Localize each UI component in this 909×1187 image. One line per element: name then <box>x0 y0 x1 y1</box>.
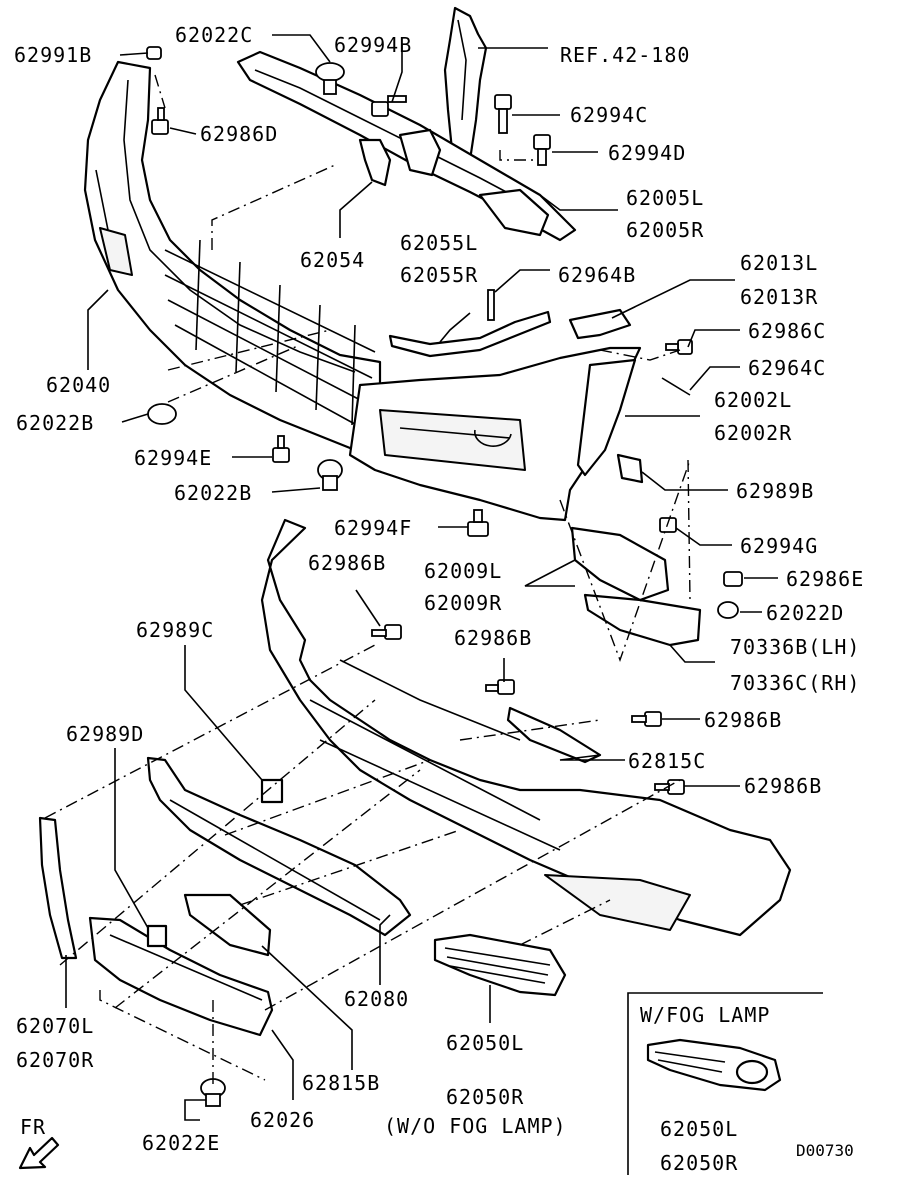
fastener-62022E <box>200 1078 226 1107</box>
label-62009L: 62009L <box>424 559 502 583</box>
label-62005L: 62005L <box>626 186 704 210</box>
label-62022E: 62022E <box>142 1131 220 1155</box>
label-62022D: 62022D <box>766 601 844 625</box>
label-70336B: 70336B(LH) <box>730 635 860 659</box>
fastener-62986B-a <box>371 624 402 640</box>
fastener-62986B-c <box>631 711 662 727</box>
label-62050L-a: 62050L <box>446 1031 524 1055</box>
label-fr: FR <box>20 1115 46 1139</box>
fastener-62986C <box>665 339 693 355</box>
label-70336C: 70336C(RH) <box>730 671 860 695</box>
label-62986C: 62986C <box>748 319 826 343</box>
bumper-cover-upper <box>348 346 642 522</box>
label-62050L-b: 62050L <box>660 1117 738 1141</box>
label-62022B-b: 62022B <box>174 481 252 505</box>
label-62050R-b: 62050R <box>660 1151 738 1175</box>
label-62986B-c: 62986B <box>704 708 782 732</box>
fastener-62994C <box>494 94 512 134</box>
label-62989D: 62989D <box>66 722 144 746</box>
fastener-62994G <box>659 517 677 533</box>
reinforcement-62080 <box>146 756 412 937</box>
label-62002L: 62002L <box>714 388 792 412</box>
bracket-62815B <box>183 893 272 957</box>
label-62054: 62054 <box>300 248 365 272</box>
clip-62989D <box>146 924 168 948</box>
label-62994G: 62994G <box>740 534 818 558</box>
upper-support-bar <box>236 50 577 242</box>
fastener-62986E <box>723 571 743 587</box>
clip-62989C <box>260 778 284 804</box>
grille-assembly <box>83 60 382 454</box>
fastener-62964C <box>661 377 691 396</box>
label-62994E: 62994E <box>134 446 212 470</box>
front-arrow-icon <box>18 1136 60 1170</box>
fastener-62022B-a <box>147 403 177 425</box>
label-wo-fog: (W/O FOG LAMP) <box>384 1114 567 1138</box>
label-62994B: 62994B <box>334 33 412 57</box>
fog-cover-62050 <box>433 933 567 997</box>
label-62994D: 62994D <box>608 141 686 165</box>
label-62986E: 62986E <box>786 567 864 591</box>
clip-62989B <box>616 453 644 484</box>
label-w-fog: W/FOG LAMP <box>640 1003 770 1027</box>
label-62055R: 62055R <box>400 263 478 287</box>
label-62050R-a: 62050R <box>446 1085 524 1109</box>
label-ref: REF.42-180 <box>560 43 690 67</box>
phantom-lines <box>44 74 691 1085</box>
label-62986B-a: 62986B <box>308 551 386 575</box>
label-62022C: 62022C <box>175 23 253 47</box>
label-62964C: 62964C <box>748 356 826 380</box>
fastener-62994F <box>467 509 489 537</box>
label-62964B: 62964B <box>558 263 636 287</box>
label-62989B: 62989B <box>736 479 814 503</box>
label-62994F: 62994F <box>334 516 412 540</box>
fog-lamp-inset <box>627 992 823 1175</box>
label-62986B-b: 62986B <box>454 626 532 650</box>
label-62009R: 62009R <box>424 591 502 615</box>
fastener-62022D <box>717 601 739 619</box>
bumper-cover-lower <box>260 518 792 937</box>
label-62986D: 62986D <box>200 122 278 146</box>
diagram-code: D00730 <box>796 1141 854 1160</box>
fastener-62994E <box>272 435 290 463</box>
fastener-62986D <box>151 107 169 135</box>
bracket-62815C <box>506 706 602 764</box>
label-62986B-d: 62986B <box>744 774 822 798</box>
label-62070R: 62070R <box>16 1048 94 1072</box>
label-62989C: 62989C <box>136 618 214 642</box>
molding-62055 <box>388 310 552 358</box>
label-62070L: 62070L <box>16 1014 94 1038</box>
label-62815B: 62815B <box>302 1071 380 1095</box>
body-panel-ref <box>443 6 488 167</box>
fastener-62022C <box>315 62 345 95</box>
fastener-62991B <box>146 46 162 60</box>
label-62055L: 62055L <box>400 231 478 255</box>
label-62013R: 62013R <box>740 285 818 309</box>
side-strip-62070 <box>38 816 78 960</box>
label-62815C: 62815C <box>628 749 706 773</box>
fastener-62994B <box>371 95 407 117</box>
label-62026: 62026 <box>250 1108 315 1132</box>
fastener-62986B-b <box>485 679 515 695</box>
fastener-62964B <box>487 289 495 321</box>
label-62005R: 62005R <box>626 218 704 242</box>
label-62022B-a: 62022B <box>16 411 94 435</box>
fastener-62022B-b <box>317 459 343 491</box>
fastener-62994D <box>533 134 551 166</box>
leader-lines <box>65 34 778 1121</box>
side-bracket <box>570 526 702 647</box>
label-62994C: 62994C <box>570 103 648 127</box>
label-62080: 62080 <box>344 987 409 1011</box>
label-62002R: 62002R <box>714 421 792 445</box>
label-62040: 62040 <box>46 373 111 397</box>
label-62013L: 62013L <box>740 251 818 275</box>
label-62991B: 62991B <box>14 43 92 67</box>
